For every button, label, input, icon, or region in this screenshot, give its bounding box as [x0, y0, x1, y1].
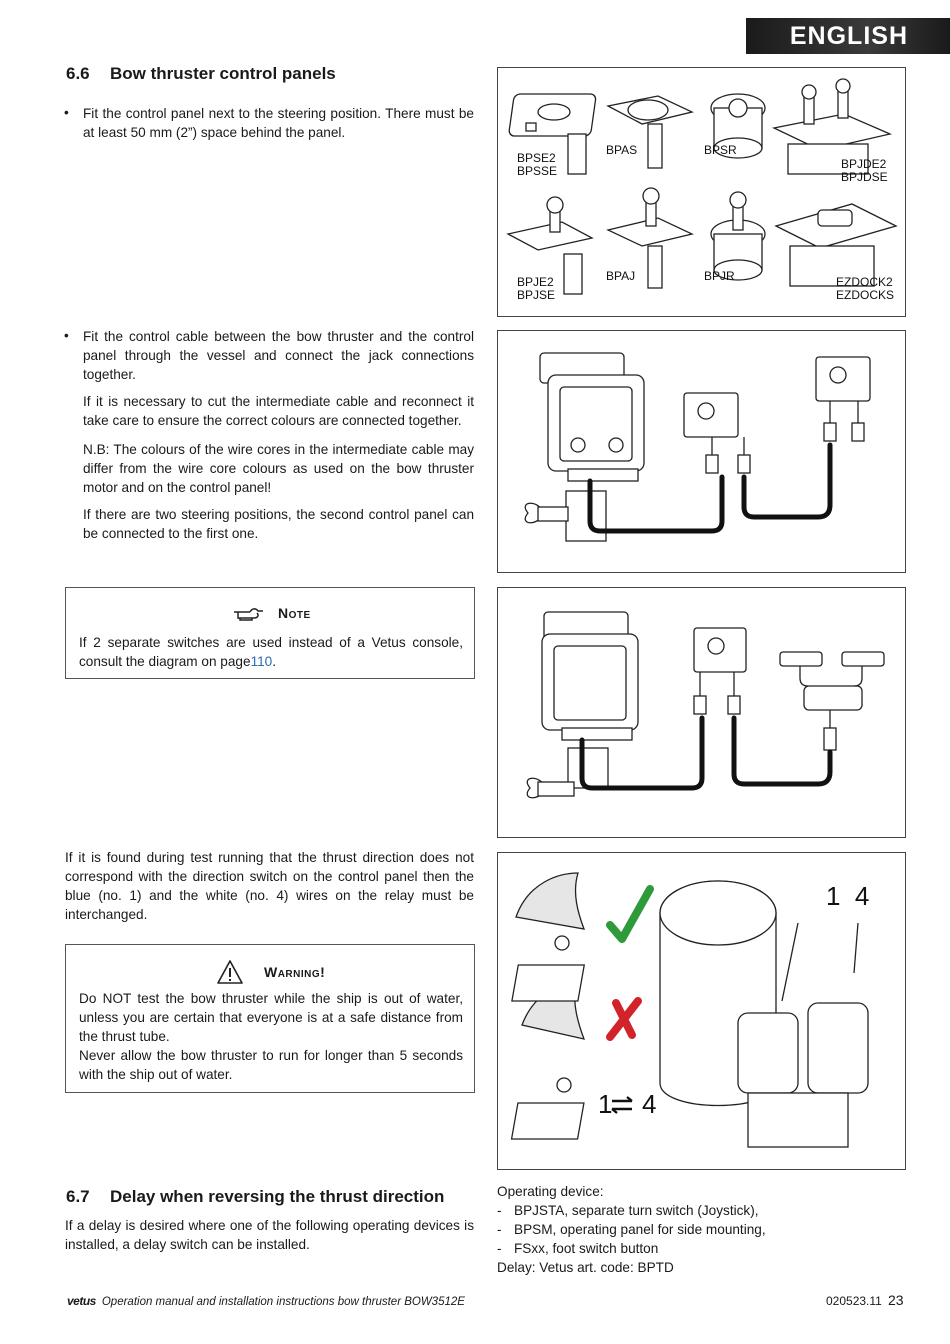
warning-text-1: Do NOT test the bow thruster while the s… [79, 991, 463, 1044]
list-item: -BPJSTA, separate turn switch (Joystick)… [497, 1203, 759, 1218]
bullet-dot: • [64, 328, 69, 343]
vetus-logo: vetus [67, 1294, 96, 1308]
section-number: 6.6 [66, 64, 90, 83]
cross-mark-icon [606, 997, 642, 1041]
wiring-diagram [524, 352, 871, 542]
note-box: Note If 2 separate switches are used ins… [65, 587, 475, 679]
label-swap-1: 1 [598, 1089, 613, 1119]
relay-illustration [510, 872, 869, 1148]
test-running-paragraph: If it is found during test running that … [65, 850, 474, 922]
section-title: Bow thruster control panels [110, 64, 336, 83]
bullet-dot: • [64, 105, 69, 120]
bullet-1-text: Fit the control panel next to the steeri… [83, 106, 474, 140]
page-link[interactable]: 110 [250, 654, 273, 669]
note-header: Note [232, 604, 311, 622]
warning-text-2: Never allow the bow thruster to run for … [79, 1048, 463, 1082]
note-title: Note [278, 605, 311, 621]
label-wire-1-4: 1 4 [826, 881, 870, 911]
figure-control-panels: BPSE2 BPSSE BPAS BPSR BPJDE2 BPJDSE BPJE… [497, 67, 906, 317]
page-number: 23 [888, 1292, 904, 1308]
list-item: -BPSM, operating panel for side mounting… [497, 1222, 766, 1237]
section-6-7-heading: 6.7 Delay when reversing the thrust direc… [66, 1187, 444, 1207]
label-bpjde2: BPJDE2 BPJDSE [841, 157, 888, 184]
label-bpje2: BPJE2 BPJSE [517, 275, 556, 302]
label-bpas: BPAS [606, 143, 638, 157]
warning-box: Warning! Do NOT test the bow thruster wh… [65, 944, 475, 1093]
label-bpaj: BPAJ [606, 269, 636, 283]
pointing-hand-icon [234, 608, 263, 621]
figure-relay-wire-swap: 1 4 1 4 [497, 852, 906, 1170]
bullet-2-text: Fit the control cable between the bow th… [83, 329, 474, 382]
language-tab: ENGLISH [746, 18, 950, 54]
wiring-diagram-switches [526, 611, 885, 799]
para-two-positions: If there are two steering positions, the… [83, 507, 474, 541]
para-cut-cable: If it is necessary to cut the intermedia… [83, 394, 474, 428]
section-number: 6.7 [66, 1187, 90, 1206]
figure-wiring-separate-switches [497, 587, 906, 838]
figure-wiring-two-panels [497, 330, 906, 573]
note-text: If 2 separate switches are used instead … [79, 635, 463, 669]
warning-triangle-icon [217, 960, 243, 984]
para-nb-colours: N.B: The colours of the wire cores in th… [83, 442, 474, 495]
label-bpjr: BPJR [704, 269, 735, 283]
footer-left: vetus Operation manual and installation … [67, 1294, 465, 1308]
control-panels-illustration [506, 78, 898, 295]
section-6-7-paragraph: If a delay is desired where one of the f… [65, 1218, 474, 1252]
footer-code: 020523.11 [826, 1294, 882, 1308]
delay-text: Delay: Vetus art. code: BPTD [497, 1260, 674, 1275]
operating-heading: Operating device: [497, 1184, 604, 1199]
label-bpse2: BPSE2 BPSSE [517, 151, 558, 178]
check-mark-icon [606, 885, 654, 943]
label-bpsr: BPSR [704, 143, 737, 157]
label-swap-4: 4 [642, 1089, 657, 1119]
swap-arrows-icon [611, 1096, 633, 1114]
footer-title: Operation manual and installation instru… [101, 1296, 465, 1308]
list-item: -FSxx, foot switch button [497, 1241, 659, 1256]
section-6-6-heading: 6.6 Bow thruster control panels [66, 64, 336, 84]
operating-device-block: Operating device: -BPJSTA, separate turn… [497, 1182, 766, 1277]
label-ezdock2: EZDOCK2 EZDOCKS [836, 275, 895, 302]
warning-title: Warning! [264, 964, 326, 980]
section-title: Delay when reversing the thrust directio… [110, 1187, 445, 1206]
warning-header: Warning! [216, 959, 325, 985]
